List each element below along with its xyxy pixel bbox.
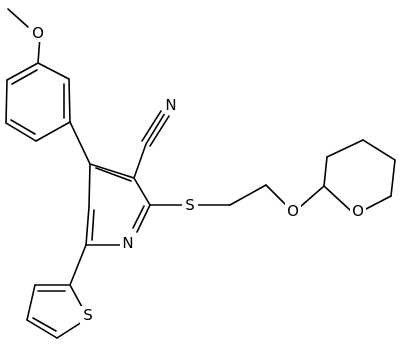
atom-o-methoxy: O (30, 24, 46, 42)
atom-o-ring: O (350, 202, 366, 220)
bond-ch2-ch2 (229, 184, 267, 206)
label-s-thiophene: S (83, 306, 93, 324)
atom-s-thiophene: S (80, 306, 96, 324)
label-o-methoxy: O (32, 24, 44, 42)
atom-n-nitrile: N (163, 96, 179, 114)
label-n-nitrile: N (165, 96, 176, 114)
label-s-thioether: S (185, 196, 195, 214)
label-o-ether: O (287, 202, 299, 220)
bond-ch2-o (265, 184, 287, 206)
bond-aryl-pyridine (69, 121, 91, 165)
atom-n-pyridine: N (120, 234, 136, 252)
label-n-pyridine: N (122, 234, 133, 252)
bond-pyridine-thiophene (69, 244, 87, 286)
bond-c-cn (133, 143, 147, 179)
methoxyphenyl-ring (5, 62, 71, 142)
triple-bond-cn (141, 110, 170, 147)
thiophene-ring (26, 284, 83, 339)
tetrahydropyran-ring (323, 139, 396, 211)
pyridine-ring (85, 163, 151, 246)
atom-o-ether: O (285, 202, 301, 220)
atom-s-thioether: S (182, 196, 198, 214)
bond-methyl-o (7, 8, 29, 28)
bond-o-thp (299, 185, 325, 208)
label-o-ring: O (352, 202, 364, 220)
